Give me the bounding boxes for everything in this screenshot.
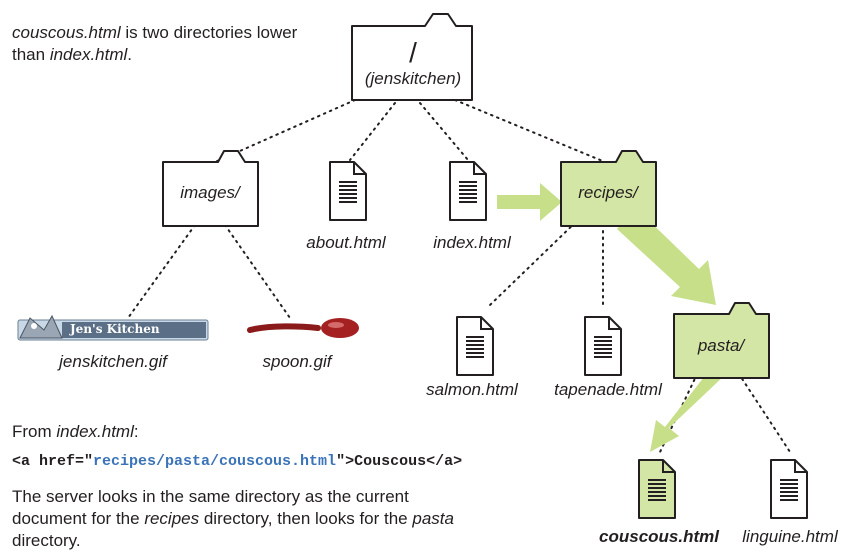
file-icon-salmon <box>456 316 494 376</box>
file-icon-linguine <box>770 459 808 519</box>
code-open: <a href=" <box>12 453 94 470</box>
jenskitchen-gif-label: jenskitchen.gif <box>59 352 167 371</box>
code-href-path: recipes/pasta/couscous.html <box>93 453 337 470</box>
from-prefix: From <box>12 422 57 441</box>
from-line: From index.html: <box>12 421 139 443</box>
expl-part-5: directory. <box>12 531 81 550</box>
root-folder-name: (jenskitchen) <box>364 69 462 88</box>
pasta-folder-label: pasta/ <box>697 336 745 355</box>
file-icon-index <box>449 161 487 221</box>
file-icon-about <box>329 161 367 221</box>
folder-pasta <box>673 302 770 379</box>
from-suffix: : <box>133 422 139 441</box>
recipes-folder-label: recipes/ <box>578 183 638 202</box>
arrow-recipes-to-pasta <box>617 209 716 305</box>
folder-recipes <box>560 150 657 227</box>
folder-images <box>162 150 259 227</box>
file-icon-couscous <box>638 459 676 519</box>
couscous-html-label: couscous.html <box>599 527 719 546</box>
connector-root-images <box>214 99 356 163</box>
connector-images-logo <box>127 224 196 319</box>
diagram-note: couscous.html is two directories lower t… <box>12 22 312 66</box>
root-folder-slash: / <box>409 37 417 68</box>
spoon-gif-label: spoon.gif <box>262 352 332 371</box>
explanation-paragraph: The server looks in the same directory a… <box>12 486 482 552</box>
logo-text: Jen's Kitchen <box>70 322 160 336</box>
spoon-image <box>247 318 359 338</box>
connector-root-index <box>419 102 469 161</box>
arrow-index-to-recipes <box>497 183 562 221</box>
expl-part-3: directory, then looks for the <box>199 509 413 528</box>
expl-recipes: recipes <box>144 509 200 528</box>
code-close: ">Couscous</a> <box>336 453 463 470</box>
code-sample: <a href="recipes/pasta/couscous.html">Co… <box>12 453 462 470</box>
tapenade-html-label: tapenade.html <box>554 380 662 399</box>
path-arrows <box>497 183 726 452</box>
about-html-label: about.html <box>306 233 386 252</box>
arrow-pasta-to-couscous <box>650 368 726 452</box>
salmon-html-label: salmon.html <box>426 380 518 399</box>
connector-pasta-linguine <box>734 367 791 453</box>
jenskitchen-logo-image <box>17 314 209 341</box>
connector-recipes-salmon <box>489 217 581 306</box>
linguine-html-label: linguine.html <box>742 527 838 546</box>
connector-root-recipes <box>454 99 606 163</box>
note-text-end: . <box>127 45 133 64</box>
from-file: index.html <box>56 422 134 441</box>
note-file-couscous: couscous.html <box>12 23 121 42</box>
expl-pasta: pasta <box>412 509 454 528</box>
connector-root-about <box>349 102 396 161</box>
file-icon-tapenade <box>584 316 622 376</box>
note-text-middle: is two directories lower than <box>12 23 298 64</box>
images-folder-label: images/ <box>180 183 240 202</box>
index-html-label: index.html <box>433 233 511 252</box>
expl-part-1: The server looks in the same directory a… <box>12 487 409 528</box>
folder-root <box>351 13 473 101</box>
connector-images-spoon <box>224 224 291 319</box>
note-file-index: index.html <box>49 45 128 64</box>
